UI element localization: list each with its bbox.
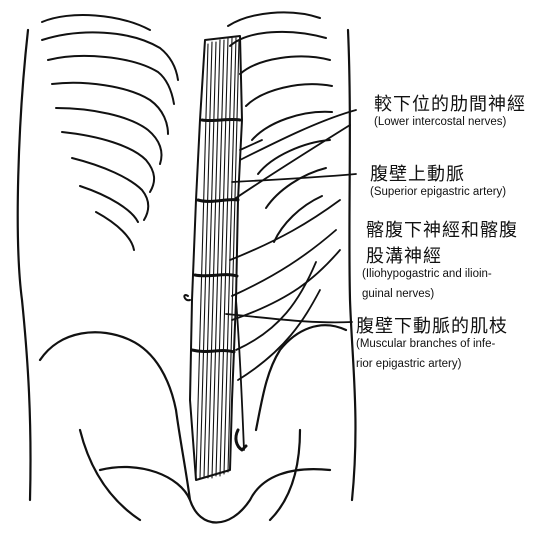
label-iliohypogastric-en-1: (Iliohypogastric and ilioin-	[362, 268, 492, 280]
rib-cage-left	[42, 15, 178, 250]
label-iliohypogastric-zh-2: 股溝神經	[366, 242, 442, 268]
label-superior-epigastric-en: (Superior epigastric artery)	[370, 186, 506, 198]
label-superior-epigastric-zh: 腹壁上動脈	[370, 160, 465, 186]
label-muscular-branches-zh: 腹壁下動脈的肌枝	[356, 312, 508, 338]
label-iliohypogastric-zh-1: 髂腹下神經和髂腹	[366, 216, 518, 242]
nerves-and-arteries	[226, 110, 356, 450]
torso-outline	[18, 30, 356, 500]
label-lower-intercostal-en: (Lower intercostal nerves)	[374, 116, 506, 128]
umbilicus	[184, 295, 190, 300]
pelvis	[40, 325, 346, 522]
label-iliohypogastric-en-2: guinal nerves)	[362, 288, 434, 300]
rib-cage-right	[228, 12, 332, 242]
label-lower-intercostal-zh: 較下位的肋間神經	[374, 90, 526, 116]
label-muscular-branches-en-1: (Muscular branches of infe-	[356, 338, 495, 350]
label-muscular-branches-en-2: rior epigastric artery)	[356, 358, 461, 370]
